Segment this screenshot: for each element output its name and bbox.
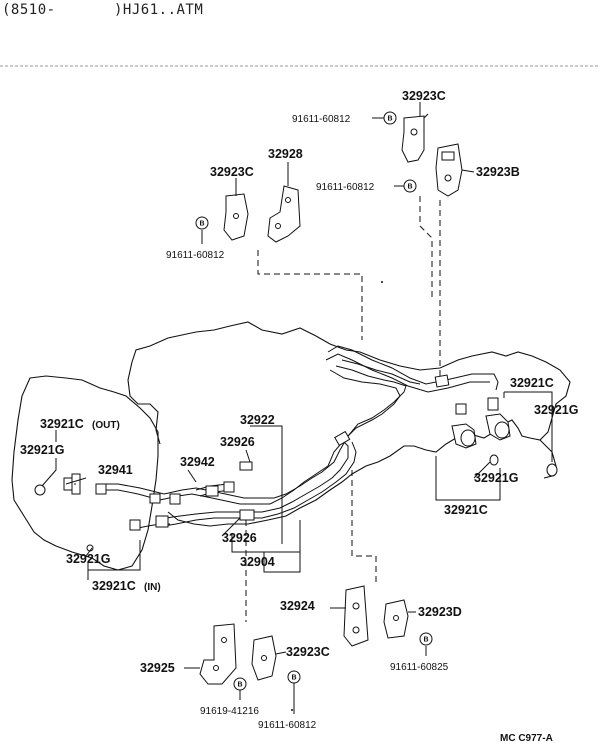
label-32921C-in: 32921C (92, 579, 136, 593)
label-32923D: 32923D (418, 605, 462, 619)
bolt-callouts: B B B B B B (195, 111, 433, 691)
svg-text:B: B (238, 682, 243, 689)
illustration-code: MC C977-A (500, 733, 553, 743)
label-91611-60812-e: 91611-60812 (258, 720, 317, 731)
label-91611-60812-b: 91611-60812 (166, 250, 225, 261)
label-91619-41216: 91619-41216 (200, 706, 259, 717)
label-32925: 32925 (140, 661, 175, 675)
label-32922: 32922 (240, 413, 275, 427)
bracket-32923C-bottom (251, 635, 277, 681)
label-32923C-left: 32923C (210, 165, 254, 179)
label-32921C-out: 32921C (40, 417, 84, 431)
label-91611-60825: 91611-60825 (390, 662, 449, 673)
header-series: (8510- (2, 2, 56, 18)
elbow-unions (451, 397, 511, 449)
leader-lines (41, 102, 553, 714)
header: (8510- )HJ61..ATM (0, 0, 600, 30)
engine-outline (131, 321, 571, 527)
label-32941: 32941 (98, 463, 133, 477)
label-32923C-bottom: 32923C (286, 645, 330, 659)
label-32921G-right: 32921G (534, 403, 578, 417)
svg-text:B: B (200, 221, 205, 228)
part-labels: 32923C 91611-60812 32928 32923C 91611-60… (20, 89, 578, 743)
bolt-icon: B (419, 632, 433, 646)
install-lines (245, 196, 441, 622)
pipe-fittings (95, 374, 450, 531)
bolt-icon: B (383, 111, 397, 125)
label-out-tag: (OUT) (92, 420, 120, 431)
header-model: )HJ61..ATM (114, 2, 204, 18)
bolt-icon: B (403, 179, 417, 193)
dot-mark (381, 281, 383, 283)
svg-text:B: B (292, 675, 297, 682)
engine-left-end (127, 361, 161, 445)
label-32923C-top: 32923C (402, 89, 446, 103)
svg-text:B: B (408, 184, 413, 191)
bracket-32924 (343, 585, 369, 647)
label-32942: 32942 (180, 455, 215, 469)
side-cover (11, 375, 159, 571)
dot-mark (291, 709, 293, 711)
bracket-32923C-top (401, 113, 429, 163)
label-91611-60812-a: 91611-60812 (292, 114, 351, 125)
bracket-32925 (199, 623, 237, 685)
label-32921G-bottom: 32921G (66, 552, 110, 566)
bracket-32928 (267, 185, 301, 243)
label-32926-b: 32926 (222, 531, 257, 545)
label-32921G-left: 32921G (20, 443, 64, 457)
svg-text:B: B (388, 116, 393, 123)
label-in-tag: (IN) (144, 582, 161, 593)
bracket-32923C-left (223, 193, 249, 241)
svg-text:B: B (424, 637, 429, 644)
bolt-icon: B (287, 670, 301, 684)
bolt-icon: B (195, 216, 209, 230)
label-32921G-mid: 32921G (474, 471, 518, 485)
label-32923B: 32923B (476, 165, 520, 179)
label-32921C-mid: 32921C (444, 503, 488, 517)
bracket-32923B (435, 143, 463, 197)
bracket-32923D (383, 599, 409, 639)
label-91611-60812-c: 91611-60812 (316, 182, 375, 193)
bolt-icon: B (233, 677, 247, 691)
label-32926-a: 32926 (220, 435, 255, 449)
label-32904: 32904 (240, 555, 275, 569)
label-32924: 32924 (280, 599, 315, 613)
label-32928: 32928 (268, 147, 303, 161)
label-32921C-right: 32921C (510, 376, 554, 390)
